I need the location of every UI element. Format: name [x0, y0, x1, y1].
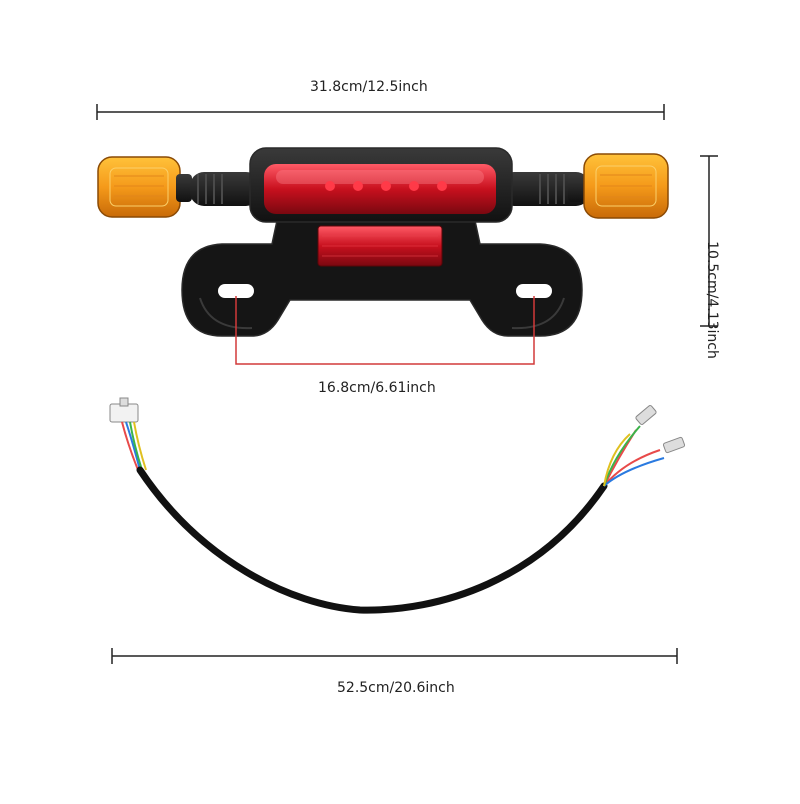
cable-length-label: 52.5cm/20.6inch	[337, 680, 455, 696]
width-dimension-line	[96, 104, 665, 120]
left-stalk	[190, 172, 260, 206]
terminal-spade	[662, 436, 686, 454]
left-turn-signal	[97, 156, 192, 218]
right-turn-signal	[568, 153, 669, 219]
rear-reflector	[317, 225, 443, 267]
tail-light-housing	[249, 147, 513, 223]
wiring-harness	[109, 397, 686, 614]
terminal-spade	[635, 405, 657, 425]
left-mount-hole	[218, 284, 254, 298]
right-stalk	[500, 172, 590, 206]
height-dimension-line	[700, 155, 718, 327]
harness-connector	[109, 403, 139, 423]
mounting-bracket	[181, 215, 583, 337]
right-mount-hole	[516, 284, 552, 298]
cable-length-dimension-line	[111, 648, 678, 664]
mount-spacing-line	[235, 296, 535, 365]
overall-width-label: 31.8cm/12.5inch	[310, 79, 428, 95]
overall-height-label: 10.5cm/4.13inch	[704, 241, 720, 359]
mount-spacing-label: 16.8cm/6.61inch	[318, 380, 436, 396]
